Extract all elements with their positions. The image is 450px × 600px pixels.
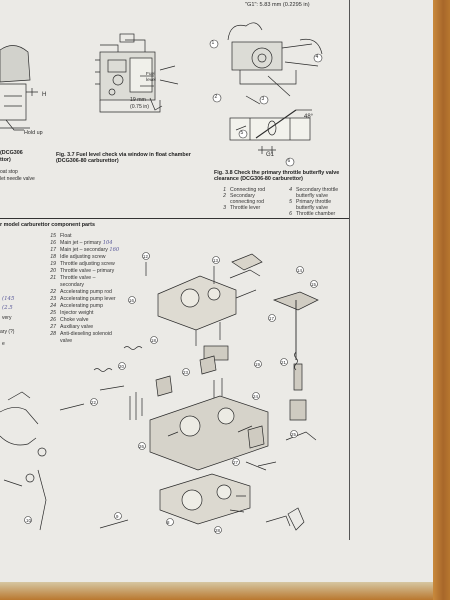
callout-number: 15 bbox=[311, 281, 316, 287]
page-border-right bbox=[349, 0, 350, 540]
margin-note: e bbox=[2, 341, 5, 347]
fig37-level-label: level bbox=[146, 78, 156, 83]
exploded-carburettor-drawing bbox=[0, 253, 319, 531]
parts-list-item: valve bbox=[60, 338, 73, 344]
fig37-hold-up: Hold up bbox=[24, 130, 43, 136]
callout-number: 13 bbox=[213, 257, 218, 263]
callout-number: 24 bbox=[253, 393, 258, 399]
margin-note: very bbox=[2, 315, 12, 321]
fig37-fuel-label: Fuel bbox=[146, 72, 156, 77]
fig38-callout-5: 5 bbox=[240, 130, 244, 136]
callout-number: 10 bbox=[26, 517, 31, 523]
fig38-caption: Fig. 3.8 Check the primary throttle butt… bbox=[214, 170, 340, 183]
callout-number: 19 bbox=[255, 361, 260, 367]
parts-list-item: secondary bbox=[60, 282, 84, 288]
exploded-callout-circles bbox=[24, 252, 318, 534]
callout-number: 28 bbox=[215, 527, 220, 533]
fig38-callout-circles bbox=[209, 39, 323, 167]
fig38-g1: G1 bbox=[266, 152, 275, 158]
fig37-caption: Fig. 3.7 Fuel level check via window in … bbox=[56, 152, 191, 165]
callout-number: 9 bbox=[116, 513, 119, 519]
fig38-callout-3: 3 bbox=[261, 96, 265, 102]
left-partial-drawing bbox=[0, 45, 38, 131]
margin-note: ary (?) bbox=[0, 329, 15, 335]
callout-number: 17 bbox=[269, 315, 274, 321]
callout-number: 8 bbox=[167, 519, 170, 525]
fig38-callout-4: 4 bbox=[315, 54, 319, 60]
fig38-legend-item: butterfly valve bbox=[296, 205, 329, 211]
callout-number: 18 bbox=[151, 337, 156, 343]
left-fragment-3: oat stop bbox=[0, 169, 18, 175]
callout-number: 14 bbox=[297, 267, 302, 273]
fig38-angle: 48° bbox=[304, 114, 314, 120]
fig37-dim-in: (0.75 in) bbox=[130, 104, 150, 110]
callout-number: 12 bbox=[143, 253, 148, 259]
margin-note: (2.5 bbox=[2, 305, 13, 311]
callout-number: 25 bbox=[291, 431, 296, 437]
margin-note: (145 bbox=[2, 296, 15, 302]
fig38-callout-6: 6 bbox=[287, 158, 291, 164]
fig38-legend-item: connecting rod bbox=[230, 199, 265, 205]
binder-edge bbox=[433, 0, 450, 600]
callout-number: 21 bbox=[281, 359, 286, 365]
left-fragment-1: (DCG306 bbox=[0, 150, 23, 156]
g1-spec: "G1": 5.83 mm (0.2295 in) bbox=[245, 2, 310, 8]
fig38-throttle-drawing bbox=[227, 22, 323, 154]
parts-heading: r model carburettor component parts bbox=[0, 222, 95, 228]
left-fragment-4: let needle valve bbox=[0, 176, 35, 182]
callout-number: 26 bbox=[139, 443, 144, 449]
callout-number: 27 bbox=[233, 459, 238, 465]
fig37-dim-mm: 19 mm bbox=[130, 97, 146, 103]
section-divider bbox=[0, 218, 349, 219]
fig38-callout-2: 2 bbox=[214, 94, 218, 100]
left-fragment-2: ttor) bbox=[0, 157, 11, 163]
fig37-h-label: H bbox=[42, 92, 47, 98]
page-bottom-edge bbox=[0, 582, 433, 600]
callout-number: 22 bbox=[91, 399, 96, 405]
callout-number: 16 bbox=[129, 297, 134, 303]
fig38-legend-item: butterfly valve bbox=[296, 193, 329, 199]
fig37-carburettor-drawing bbox=[95, 33, 179, 113]
callout-number: 23 bbox=[183, 369, 188, 375]
drawings-layer bbox=[0, 22, 323, 534]
callout-number: 20 bbox=[119, 363, 124, 369]
fig38-callout-1: 1 bbox=[211, 40, 215, 46]
manual-page: "G1": 5.83 mm (0.2295 in) bbox=[0, 0, 433, 600]
